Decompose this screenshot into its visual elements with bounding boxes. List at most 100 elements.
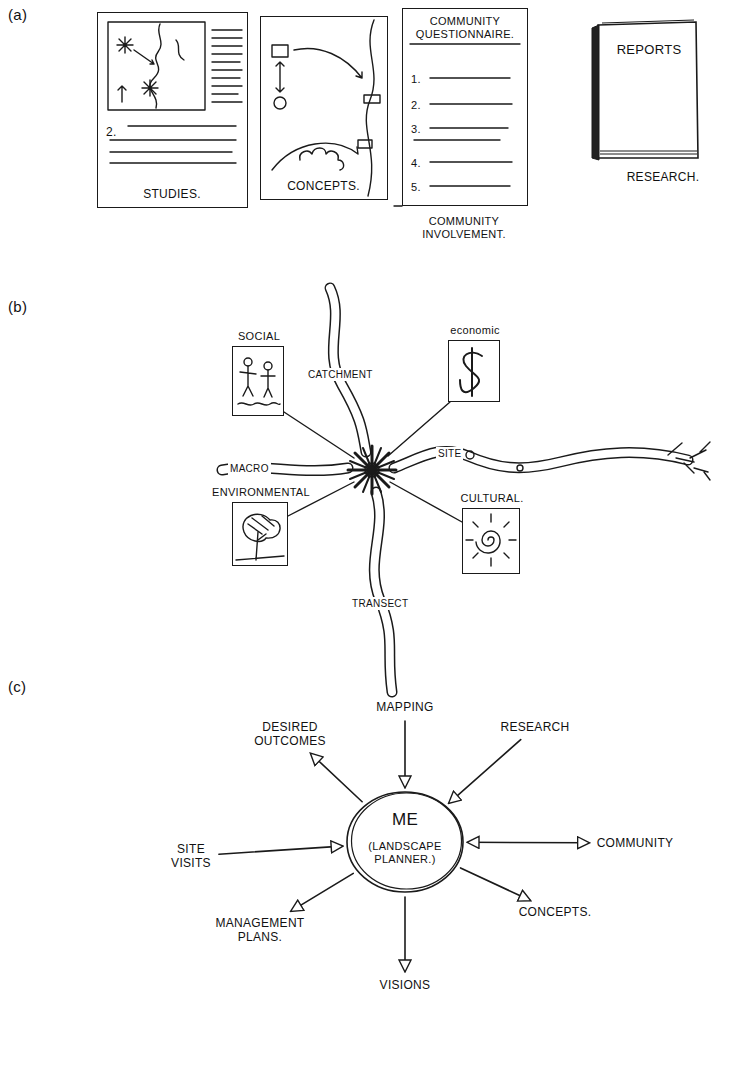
tree-sketch: [243, 514, 280, 541]
exchange-word: COMMUNITY: [585, 836, 685, 854]
flow-word: SITE VISITS: [160, 842, 222, 870]
tree-sketch: [236, 556, 284, 560]
flow-word: MAPPING: [355, 700, 455, 714]
study-sheet: 2.STUDIES.: [97, 12, 248, 208]
aspect-box: SOCIAL: [232, 346, 284, 416]
concept-sketch: [358, 140, 372, 148]
node-text: 4.: [411, 157, 429, 170]
aspect-box: economic: [448, 340, 500, 402]
questionnaire-lines: [414, 78, 512, 186]
hub-star: [350, 448, 394, 492]
node-text: REPORTS: [604, 42, 694, 58]
output-word: CONCEPTS.: [510, 905, 600, 923]
leader-line: [390, 482, 462, 522]
site-map-sketch: [117, 37, 133, 53]
site-map-sketch: [150, 24, 161, 108]
concept-sketch: [364, 95, 380, 103]
report-book: REPORTSRESEARCH.: [592, 20, 700, 160]
aspect-box: CULTURAL.: [462, 508, 520, 574]
concept-sketch: [272, 143, 358, 170]
people-sketch: [240, 366, 256, 396]
flow-arrow: [219, 846, 342, 854]
river: [466, 451, 474, 459]
flow-arrow: [404, 897, 406, 971]
river: [517, 465, 523, 471]
people-sketch: [238, 403, 280, 406]
flow-word: COMMUNITY: [585, 836, 685, 850]
node-text: economic: [429, 324, 521, 337]
people-sketch: [261, 370, 275, 397]
site-map-sketch: [142, 80, 158, 96]
book-pages: [600, 20, 697, 154]
node-text: RESEARCH.: [598, 170, 728, 184]
tree-sketch: [236, 514, 284, 560]
hub-star: [365, 463, 379, 477]
flow-word: VISIONS: [355, 978, 455, 992]
people-sketch: [244, 358, 252, 366]
flow-word: CONCEPTS.: [510, 905, 600, 919]
river-label: SITE: [436, 447, 463, 460]
flow-word: RESEARCH: [490, 720, 580, 734]
input-word: RESEARCH: [490, 720, 580, 738]
spiral-sketch: [476, 531, 500, 553]
spiral-sketch: [466, 514, 516, 566]
output-word: DESIRED OUTCOMES: [248, 720, 332, 750]
leader-line: [284, 412, 354, 458]
river-label: TRANSECT: [350, 597, 410, 610]
river: [668, 442, 710, 480]
questionnaire-lines: [394, 205, 402, 206]
book-cover: [598, 22, 698, 158]
dollar-sketch: [460, 348, 482, 396]
tree-sketch: [248, 516, 274, 534]
spiral-sketch: [466, 514, 516, 566]
tree-sketch: [256, 532, 266, 560]
site-map-sketch: [134, 50, 154, 64]
flow-arrow: [461, 868, 530, 900]
concept-sketch: [272, 45, 288, 57]
flow-word: DESIRED OUTCOMES: [248, 720, 332, 748]
node-text: ENVIRONMENTAL: [201, 486, 321, 499]
flow-word: MANAGEMENT PLANS.: [208, 916, 312, 944]
hub-star: [348, 446, 396, 494]
questionnaire-lines: [410, 43, 520, 44]
people-sketch: [238, 358, 280, 405]
hub-star: [348, 446, 396, 494]
planner-circle: ME(LANDSCAPE PLANNER.): [345, 790, 465, 894]
node-text: (LANDSCAPE PLANNER.): [357, 840, 453, 866]
flow-arrow: [404, 721, 406, 787]
node-text: CONCEPTS.: [261, 179, 386, 193]
output-word: MANAGEMENT PLANS.: [208, 916, 312, 946]
panel-letter: (c): [8, 680, 26, 693]
flow-arrow: [449, 740, 520, 803]
sketch-art: [108, 20, 710, 692]
node-text: 2.: [411, 99, 429, 112]
site-map-sketch: [176, 40, 184, 60]
text-lines: [212, 30, 242, 102]
concept-sketch: [294, 48, 362, 78]
node-text: 1.: [411, 73, 429, 86]
node-text: SOCIAL: [213, 330, 305, 343]
concept-sketch: [276, 62, 284, 92]
flow-arrow: [291, 873, 353, 911]
book-outline: [592, 20, 700, 160]
node-text: STUDIES.: [98, 187, 246, 201]
node-text: COMMUNITY QUESTIONNAIRE.: [406, 15, 524, 41]
people-sketch: [264, 362, 272, 370]
input-word: MAPPING: [355, 700, 455, 718]
river: [374, 492, 392, 692]
river: [374, 492, 392, 692]
leader-line: [284, 402, 462, 522]
questionnaire-sheet: COMMUNITY QUESTIONNAIRE.1.2.3.4.5.COMMUN…: [402, 8, 528, 206]
panel-letter: (b): [8, 300, 27, 313]
concept-sketch: [366, 20, 374, 196]
concept-sketch: [300, 148, 344, 170]
aspect-box: ENVIRONMENTAL: [232, 502, 288, 566]
river-label: MACRO: [228, 462, 271, 475]
text-lines: [110, 30, 242, 163]
dollar-sketch: [471, 348, 473, 396]
text-lines: [110, 126, 236, 163]
